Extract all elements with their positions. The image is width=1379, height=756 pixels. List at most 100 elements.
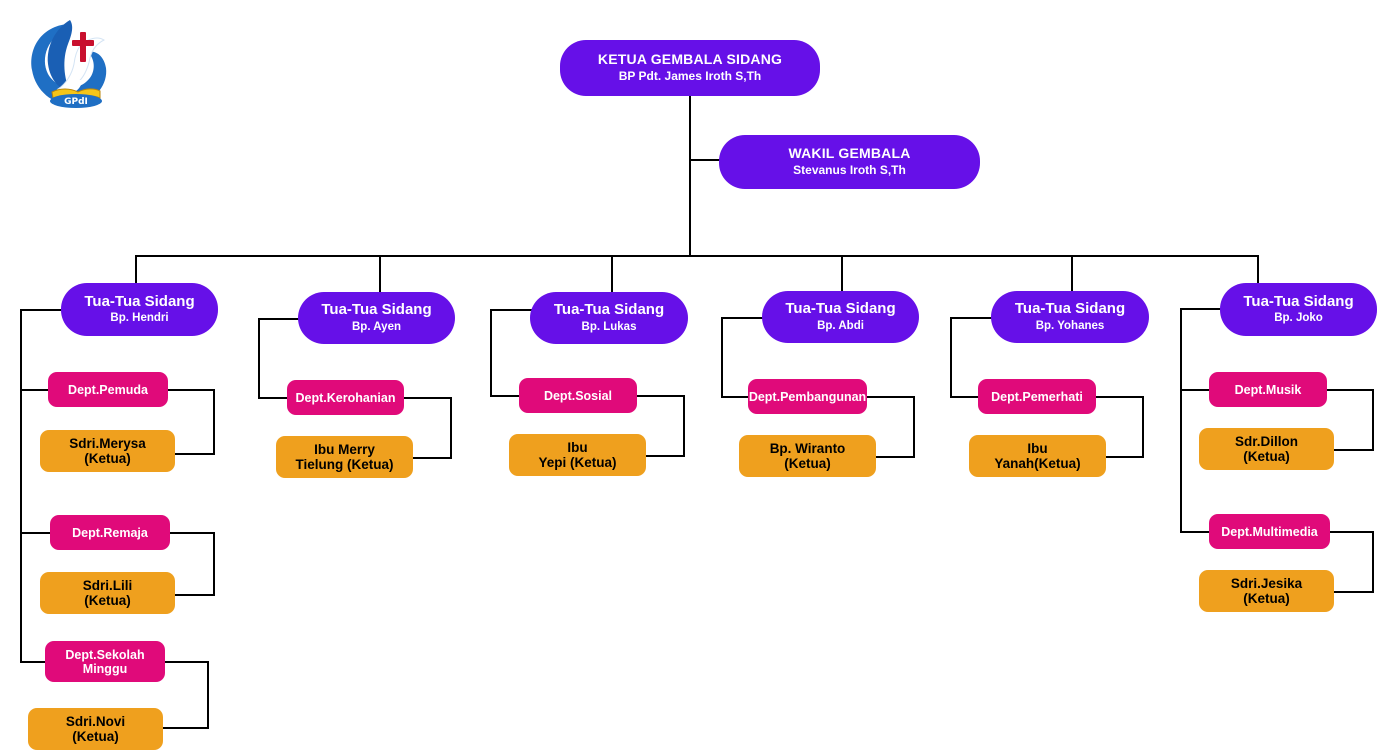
- node-person-lili[interactable]: Sdri.Lili (Ketua): [40, 572, 175, 614]
- node-dept-musik[interactable]: Dept.Musik: [1209, 372, 1327, 407]
- node-dept-pembangunan[interactable]: Dept.Pembangunan: [748, 379, 867, 414]
- connector-c1-pair-2-bottom: [175, 594, 215, 596]
- dept-pemerhati-label: Dept.Pemerhati: [991, 389, 1083, 404]
- node-dept-remaja[interactable]: Dept.Remaja: [50, 515, 170, 550]
- connector-elder-drop-1: [135, 255, 137, 297]
- connector-elder-bus: [135, 255, 1259, 257]
- connector-c4-elder-stub: [721, 317, 765, 319]
- head-pastor-name: BP Pdt. James Iroth S,Th: [618, 69, 762, 84]
- elder-3-name: Bp. Lukas: [581, 320, 637, 333]
- connector-c6-spine: [1180, 308, 1182, 533]
- connector-c3-pair-top: [637, 395, 685, 397]
- node-person-jesika[interactable]: Sdri.Jesika (Ketua): [1199, 570, 1334, 612]
- connector-c6-pair-1-top: [1327, 389, 1374, 391]
- person-yanah-role: Yanah(Ketua): [994, 456, 1081, 471]
- elder-4-name: Bp. Abdi: [817, 319, 864, 332]
- connector-c1-pair-1-bottom: [174, 453, 215, 455]
- connector-c1-pair-2-top: [170, 532, 215, 534]
- node-dept-pemerhati[interactable]: Dept.Pemerhati: [978, 379, 1096, 414]
- connector-c1-pair-3-top: [165, 661, 209, 663]
- node-elder-5[interactable]: Tua-Tua Sidang Bp. Yohanes: [991, 291, 1149, 343]
- person-lili-name: Sdri.Lili: [82, 577, 133, 593]
- connector-c1-pair-2-right: [213, 532, 215, 596]
- node-elder-3[interactable]: Tua-Tua Sidang Bp. Lukas: [530, 292, 688, 344]
- connector-c4-dept-1: [721, 396, 750, 398]
- node-elder-6[interactable]: Tua-Tua Sidang Bp. Joko: [1220, 283, 1377, 336]
- gpdi-church-logo: GPdI: [22, 12, 114, 110]
- node-dept-sekolah-minggu[interactable]: Dept.Sekolah Minggu: [45, 641, 165, 682]
- person-yepi-role: Yepi (Ketua): [538, 455, 617, 470]
- connector-c6-pair-2-right: [1372, 531, 1374, 593]
- connector-c1-spine: [20, 309, 22, 662]
- person-jesika-role: (Ketua): [1243, 591, 1290, 606]
- person-jesika-name: Sdri.Jesika: [1230, 575, 1303, 591]
- node-dept-pemuda[interactable]: Dept.Pemuda: [48, 372, 168, 407]
- node-dept-kerohanian[interactable]: Dept.Kerohanian: [287, 380, 404, 415]
- person-wiranto-name: Bp. Wiranto: [769, 440, 846, 456]
- connector-c2-dept-1: [258, 397, 287, 399]
- dept-pembangunan-label: Dept.Pembangunan: [748, 389, 867, 404]
- node-person-wiranto[interactable]: Bp. Wiranto (Ketua): [739, 435, 876, 477]
- connector-c1-dept-3: [20, 661, 45, 663]
- connector-c2-pair-bottom: [413, 457, 452, 459]
- connector-c5-elder-stub: [950, 317, 994, 319]
- node-dept-sosial[interactable]: Dept.Sosial: [519, 378, 637, 413]
- connector-c5-pair-bottom: [1105, 456, 1144, 458]
- dept-pemuda-label: Dept.Pemuda: [68, 382, 148, 397]
- node-person-dillon[interactable]: Sdr.Dillon (Ketua): [1199, 428, 1334, 470]
- dept-remaja-label: Dept.Remaja: [72, 525, 148, 540]
- connector-c1-pair-3-right: [207, 661, 209, 729]
- dept-kerohanian-label: Dept.Kerohanian: [295, 390, 396, 405]
- node-head-pastor[interactable]: KETUA GEMBALA SIDANG BP Pdt. James Iroth…: [560, 40, 820, 96]
- connector-c1-dept-2: [20, 532, 51, 534]
- person-merysa-role: (Ketua): [84, 451, 131, 466]
- connector-c3-spine: [490, 309, 492, 397]
- connector-c6-dept-1: [1180, 389, 1209, 391]
- connector-c6-pair-2-top: [1330, 531, 1374, 533]
- node-elder-4[interactable]: Tua-Tua Sidang Bp. Abdi: [762, 291, 919, 343]
- elder-6-title: Tua-Tua Sidang: [1243, 292, 1354, 310]
- elder-1-title: Tua-Tua Sidang: [84, 292, 195, 310]
- person-yanah-name: Ibu: [1027, 440, 1048, 456]
- elder-1-name: Bp. Hendri: [110, 312, 169, 325]
- node-person-yanah[interactable]: Ibu Yanah(Ketua): [969, 435, 1106, 477]
- person-merysa-name: Sdri.Merysa: [69, 435, 146, 451]
- node-person-novi[interactable]: Sdri.Novi (Ketua): [28, 708, 163, 750]
- node-person-merysa[interactable]: Sdri.Merysa (Ketua): [40, 430, 175, 472]
- person-merry-name: Ibu Merry: [314, 441, 375, 457]
- connector-head-vertical: [689, 96, 691, 255]
- person-dillon-role: (Ketua): [1243, 449, 1290, 464]
- connector-elder-drop-2: [379, 255, 381, 305]
- elder-2-title: Tua-Tua Sidang: [321, 301, 432, 319]
- connector-c2-pair-right: [450, 397, 452, 459]
- connector-c5-spine: [950, 317, 952, 397]
- connector-elder-drop-5: [1071, 255, 1073, 305]
- connector-c3-pair-right: [683, 395, 685, 457]
- dept-musik-label: Dept.Musik: [1234, 382, 1302, 397]
- node-elder-1[interactable]: Tua-Tua Sidang Bp. Hendri: [61, 283, 218, 336]
- dept-sekolah-minggu-label-1: Dept.Sekolah: [65, 647, 145, 662]
- connector-c3-dept-1: [490, 395, 519, 397]
- connector-c5-pair-top: [1096, 396, 1144, 398]
- dept-sosial-label: Dept.Sosial: [543, 388, 613, 403]
- elder-3-title: Tua-Tua Sidang: [553, 301, 665, 319]
- dept-sekolah-minggu-label-2: Minggu: [82, 661, 128, 676]
- node-person-merry-tielung[interactable]: Ibu Merry Tielung (Ketua): [276, 436, 413, 478]
- connector-elder-drop-3: [611, 255, 613, 297]
- connector-c6-pair-2-bottom: [1334, 591, 1374, 593]
- connector-c1-pair-3-bottom: [163, 727, 209, 729]
- connector-c4-pair-bottom: [876, 456, 915, 458]
- connector-c4-pair-right: [913, 396, 915, 458]
- connector-c4-pair-top: [867, 396, 915, 398]
- node-person-yepi[interactable]: Ibu Yepi (Ketua): [509, 434, 646, 476]
- connector-c1-elder-stub: [20, 309, 62, 311]
- person-merry-role: Tielung (Ketua): [295, 457, 394, 472]
- connector-elder-drop-6: [1257, 255, 1259, 285]
- connector-c5-pair-right: [1142, 396, 1144, 458]
- connector-c2-spine: [258, 318, 260, 398]
- node-elder-2[interactable]: Tua-Tua Sidang Bp. Ayen: [298, 292, 455, 344]
- node-deputy-pastor[interactable]: WAKIL GEMBALA Stevanus Iroth S,Th: [719, 135, 980, 189]
- node-dept-multimedia[interactable]: Dept.Multimedia: [1209, 514, 1330, 549]
- connector-c2-elder-stub: [258, 318, 302, 320]
- deputy-pastor-title: WAKIL GEMBALA: [788, 145, 911, 162]
